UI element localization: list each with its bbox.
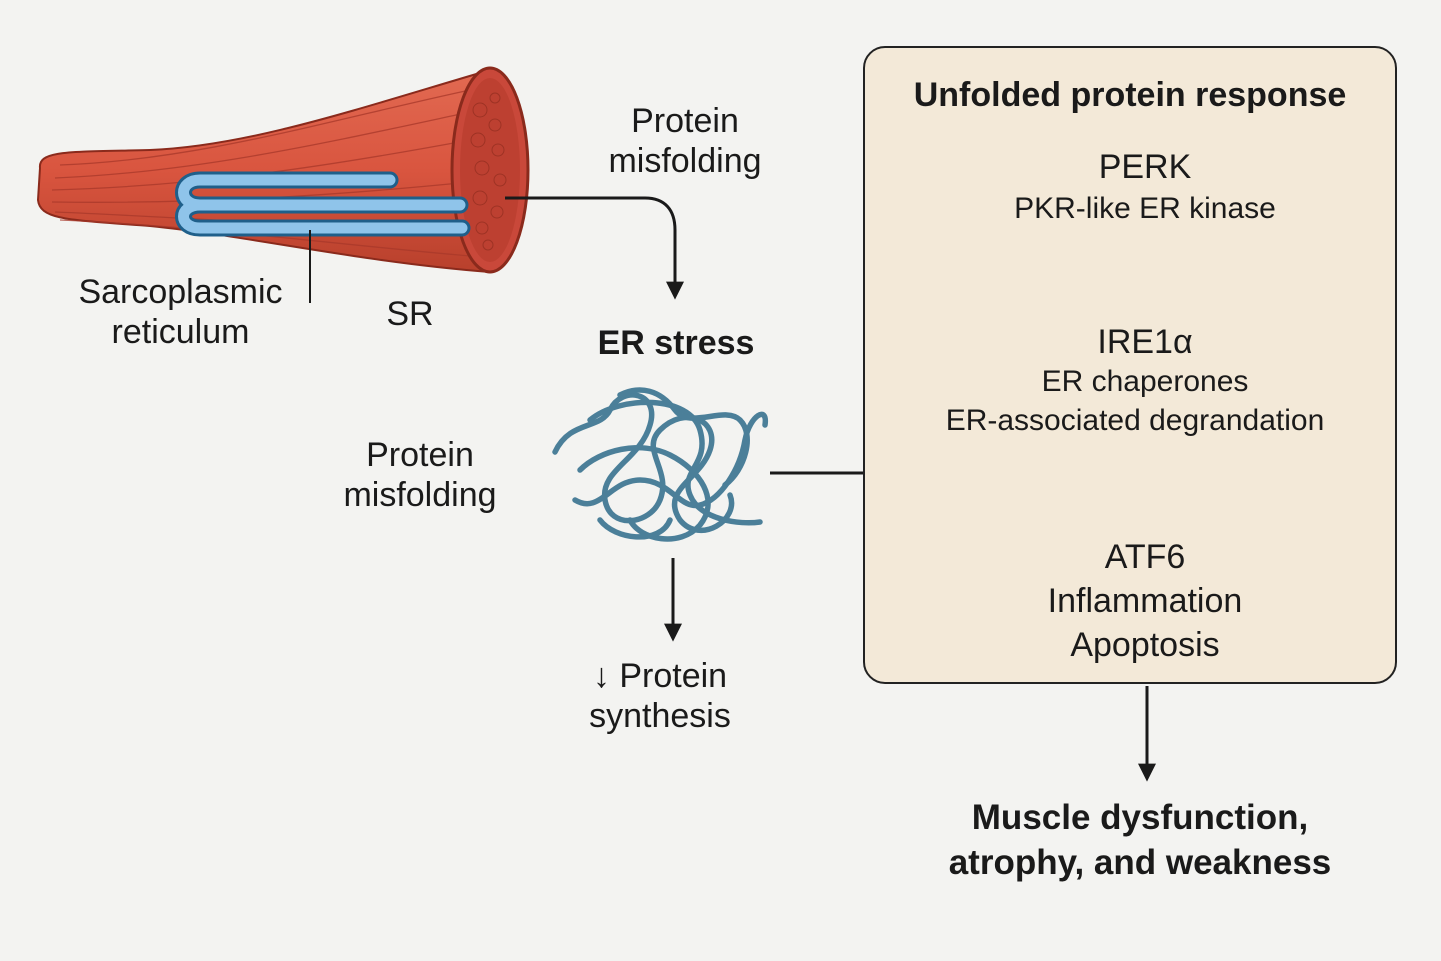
label-er-stress: ER stress <box>597 324 755 362</box>
label-sr-abbrev: SR <box>386 295 434 333</box>
label-protein-misfolding-top: Protein misfolding <box>590 101 780 181</box>
label-sarcoplasmic-reticulum: Sarcoplasmic reticulum <box>58 272 303 352</box>
misfolding-left-line2: misfolding <box>343 476 497 515</box>
myofibril-texture <box>470 92 507 251</box>
arrow-muscle-to-er-stress <box>505 196 684 300</box>
upr-atf6: ATF6 <box>1104 538 1186 576</box>
muscle-striations <box>51 89 471 257</box>
label-protein-misfolding-left: Protein misfolding <box>325 435 515 515</box>
misfolding-left-line1: Protein <box>366 436 474 474</box>
label-sr-line2: reticulum <box>111 313 250 352</box>
outcome-line2: atrophy, and weakness <box>948 842 1332 882</box>
upr-apoptosis: Apoptosis <box>1070 626 1220 664</box>
outcome-line1: Muscle dysfunction, <box>971 798 1309 837</box>
misfolding-top-line2: misfolding <box>608 142 762 181</box>
sarcoplasmic-reticulum-tubes <box>175 171 471 237</box>
upr-perk: PERK <box>1098 148 1192 186</box>
upr-inflammation: Inflammation <box>1047 582 1243 620</box>
muscle-fiber-illustration <box>36 66 530 303</box>
upr-chaperones: ER chaperones <box>1041 365 1249 398</box>
label-protein-synthesis: ↓ Protein synthesis <box>565 656 755 736</box>
misfolding-top-line1: Protein <box>631 102 739 140</box>
upr-perk-desc: PKR-like ER kinase <box>1014 192 1276 225</box>
upr-ire1: IRE1α <box>1097 323 1193 361</box>
misfolded-protein-tangle <box>552 387 769 542</box>
upr-box <box>863 46 1397 684</box>
label-sr-line1: Sarcoplasmic <box>78 273 283 311</box>
protein-synthesis-line1: ↓ Protein <box>592 657 728 695</box>
upr-title: Unfolded protein response <box>913 76 1347 114</box>
outcome-text: Muscle dysfunction, atrophy, and weaknes… <box>880 796 1400 886</box>
upr-erad: ER-associated degrandation <box>945 404 1325 437</box>
protein-synthesis-line2: synthesis <box>589 697 731 736</box>
